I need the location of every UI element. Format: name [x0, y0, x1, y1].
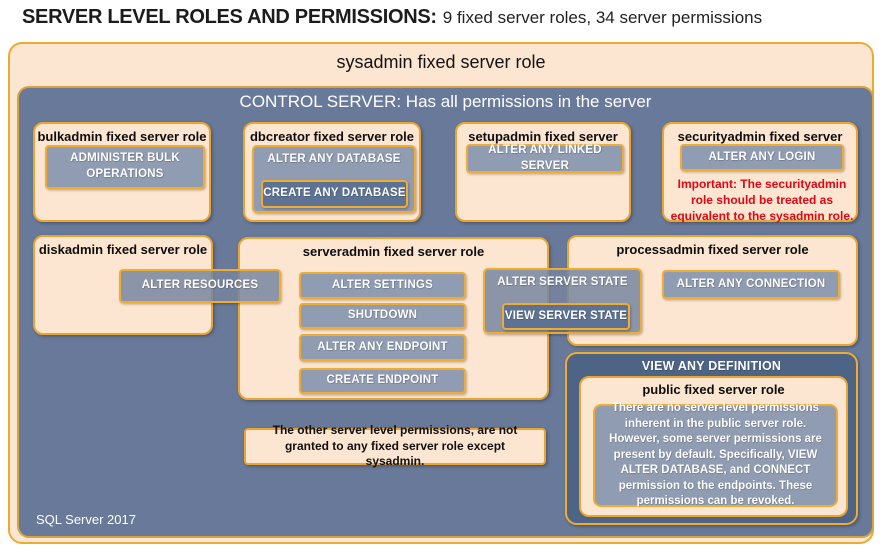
bulkadmin-role-title: bulkadmin fixed server role [37, 129, 207, 144]
permission-view-any-definition: VIEW ANY DEFINITION [641, 359, 782, 373]
permission-alter-any-linked-server: ALTER ANY LINKED SERVER [466, 144, 624, 173]
permission-alter-resources: ALTER RESOURCES [119, 269, 281, 303]
processadmin-role-title: processadmin fixed server role [616, 242, 809, 257]
sysadmin-role-title: sysadmin fixed server role [336, 52, 546, 72]
permission-create-endpoint: CREATE ENDPOINT [299, 368, 466, 394]
dbcreator-role-title: dbcreator fixed server role [249, 129, 415, 144]
securityadmin-role-box: securityadmin fixed server role ALTER AN… [662, 122, 858, 224]
dbcreator-role-box: dbcreator fixed server role ALTER ANY DA… [243, 122, 421, 222]
public-role-description-text: There are no server-level permissions in… [609, 402, 822, 508]
serveradmin-role-title: serveradmin fixed server role [302, 244, 485, 259]
other-permissions-note-text: The other server level permissions, are … [272, 423, 518, 469]
permission-alter-any-connection: ALTER ANY CONNECTION [662, 270, 840, 299]
public-role-box: public fixed server role There are no se… [579, 376, 848, 517]
permission-administer-bulk-operations: ADMINISTER BULK OPERATIONS [45, 145, 205, 189]
permission-create-any-database: CREATE ANY DATABASE [261, 180, 408, 208]
permission-alter-any-database: ALTER ANY DATABASE [267, 153, 401, 165]
setupadmin-role-box: setupadmin fixed server role ALTER ANY L… [455, 122, 631, 222]
diskadmin-role-title: diskadmin fixed server role [38, 242, 208, 257]
securityadmin-warning-text: Important: The securityadmin role should… [670, 177, 854, 224]
permission-alter-server-state: ALTER SERVER STATE [497, 276, 628, 288]
public-role-title: public fixed server role [642, 382, 785, 397]
sql-server-version-label: SQL Server 2017 [36, 512, 136, 527]
serveradmin-role-box: serveradmin fixed server role ALTER SETT… [238, 237, 549, 400]
page-title: SERVER LEVEL ROLES AND PERMISSIONS: 9 fix… [22, 6, 872, 29]
page-title-sub: 9 fixed server roles, 34 server permissi… [442, 8, 763, 27]
public-role-description-box: There are no server-level permissions in… [593, 402, 838, 508]
control-server-header: CONTROL SERVER: Has all permissions in t… [239, 92, 652, 111]
page-title-main: SERVER LEVEL ROLES AND PERMISSIONS: [22, 6, 437, 28]
permission-alter-any-database-group: ALTER ANY DATABASE CREATE ANY DATABASE [252, 145, 416, 213]
other-permissions-note: The other server level permissions, are … [244, 423, 546, 468]
permission-view-server-state: VIEW SERVER STATE [502, 303, 630, 330]
permission-alter-server-state-group: ALTER SERVER STATE VIEW SERVER STATE [483, 268, 642, 334]
permission-alter-any-endpoint: ALTER ANY ENDPOINT [299, 334, 466, 361]
permission-shutdown: SHUTDOWN [299, 303, 466, 329]
bulkadmin-role-box: bulkadmin fixed server role ADMINISTER B… [33, 122, 211, 222]
permission-alter-settings: ALTER SETTINGS [299, 272, 466, 299]
view-any-definition-box: VIEW ANY DEFINITION public fixed server … [565, 352, 858, 525]
permission-alter-any-login: ALTER ANY LOGIN [680, 144, 844, 171]
